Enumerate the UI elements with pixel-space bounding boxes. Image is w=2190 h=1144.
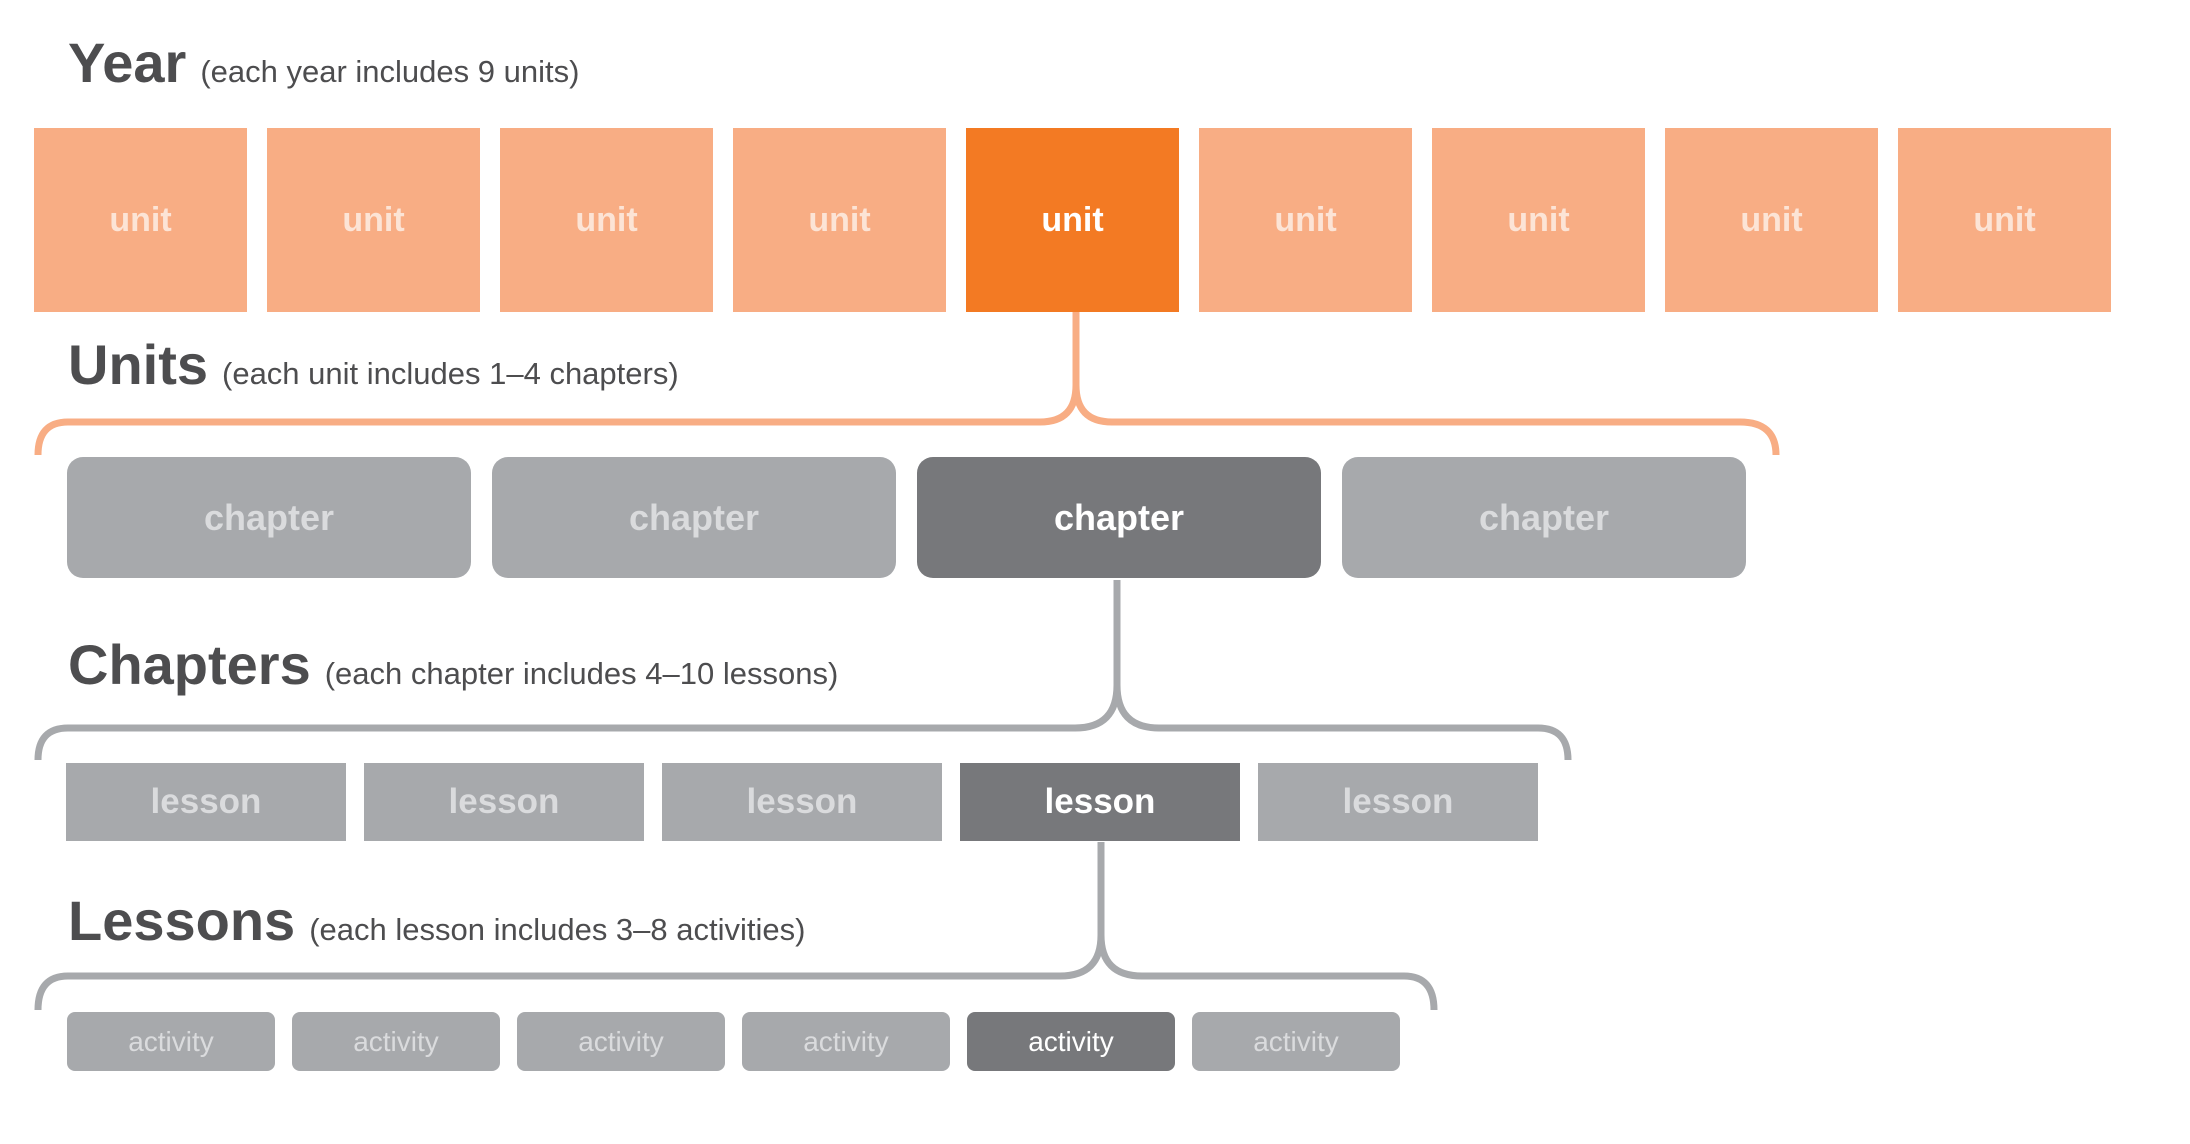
chapter-box-selected: chapter <box>917 457 1321 578</box>
activity-box: activity <box>1192 1012 1400 1071</box>
year-heading: Year (each year includes 9 units) <box>68 30 579 95</box>
unit-box: unit <box>1665 128 1878 312</box>
chapter-box: chapter <box>1342 457 1746 578</box>
lessons-title: Lessons <box>68 889 296 952</box>
lesson-box-selected: lesson <box>960 763 1240 841</box>
chapters-subtitle: (each chapter includes 4–10 lessons) <box>324 656 839 691</box>
unit-box: unit <box>1432 128 1645 312</box>
activity-box: activity <box>67 1012 275 1071</box>
unit-box: unit <box>267 128 480 312</box>
lessons-heading: Lessons (each lesson includes 3–8 activit… <box>68 888 805 953</box>
unit-box: unit <box>1199 128 1412 312</box>
units-title: Units <box>68 333 208 396</box>
lesson-box: lesson <box>364 763 644 841</box>
unit-box: unit <box>733 128 946 312</box>
chapters-heading: Chapters (each chapter includes 4–10 less… <box>68 632 838 697</box>
chapter-box: chapter <box>492 457 896 578</box>
units-heading: Units (each unit includes 1–4 chapters) <box>68 332 679 397</box>
lesson-box: lesson <box>662 763 942 841</box>
lessons-subtitle: (each lesson includes 3–8 activities) <box>309 912 806 947</box>
units-bracket <box>34 310 1780 456</box>
year-subtitle: (each year includes 9 units) <box>200 54 580 89</box>
chapters-title: Chapters <box>68 633 311 696</box>
activity-box-selected: activity <box>967 1012 1175 1071</box>
year-title: Year <box>68 31 187 94</box>
lessons-bracket <box>34 842 1438 1011</box>
chapters-bracket <box>34 580 1572 761</box>
activity-box: activity <box>742 1012 950 1071</box>
lesson-box: lesson <box>1258 763 1538 841</box>
unit-box: unit <box>34 128 247 312</box>
chapter-box: chapter <box>67 457 471 578</box>
activity-box: activity <box>292 1012 500 1071</box>
activity-box: activity <box>517 1012 725 1071</box>
units-subtitle: (each unit includes 1–4 chapters) <box>222 356 679 391</box>
unit-box: unit <box>500 128 713 312</box>
unit-box-selected: unit <box>966 128 1179 312</box>
unit-box: unit <box>1898 128 2111 312</box>
lesson-box: lesson <box>66 763 346 841</box>
